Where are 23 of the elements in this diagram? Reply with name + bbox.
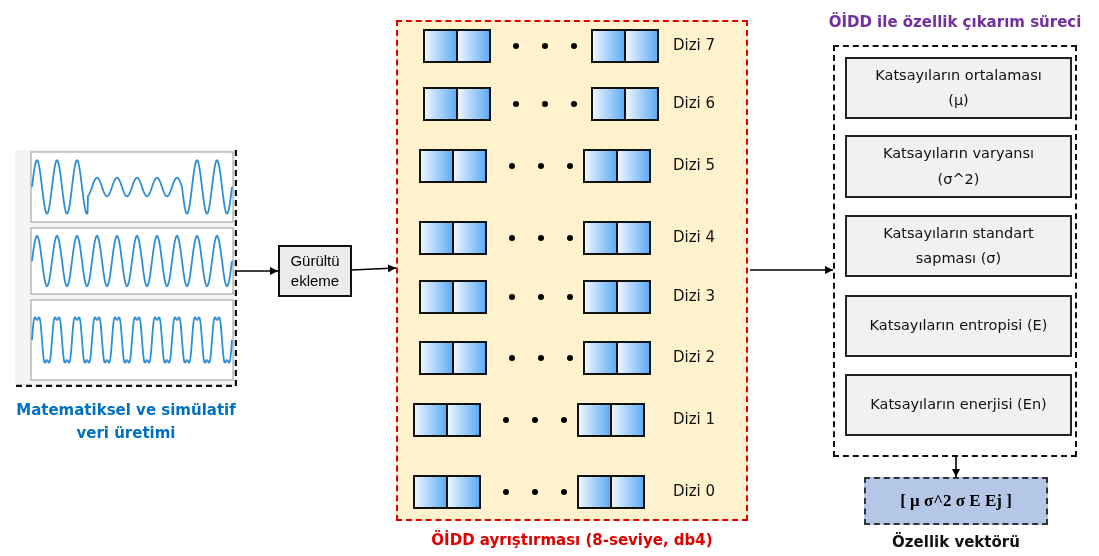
- arrow: [351, 264, 397, 273]
- feature-box: Katsayıların entropisi (E): [845, 295, 1072, 357]
- feature-box: Katsayıların standart sapması (σ): [845, 215, 1072, 277]
- arrow: [749, 266, 834, 274]
- process-box: Gürültü ekleme: [278, 245, 352, 297]
- panel-title: Matematiksel ve simülatif veri üretimi: [15, 400, 237, 445]
- sequence-label: Dizi 6: [673, 94, 716, 112]
- sequence-label: Dizi 4: [673, 228, 716, 246]
- feature-box: Katsayıların varyansı (σ^2): [845, 135, 1072, 198]
- panel-title: ÖİDD ile özellik çıkarım süreci: [827, 13, 1083, 31]
- feature-box: Katsayıların ortalaması (μ): [845, 57, 1072, 119]
- caption-text: Özellik vektörü: [891, 533, 1021, 551]
- sequence-label: Dizi 0: [673, 482, 716, 500]
- arrow: [952, 456, 960, 478]
- sequence-label: Dizi 5: [673, 156, 716, 174]
- sequence-label: Dizi 1: [673, 410, 716, 428]
- sequence-label: Dizi 7: [673, 36, 716, 54]
- arrow: [236, 267, 279, 275]
- sequence-label: Dizi 2: [673, 348, 716, 366]
- sequence-label: Dizi 3: [673, 287, 716, 305]
- vector-text: [ μ σ^2 σ E Ej ]: [899, 490, 1013, 512]
- feature-box: Katsayıların enerjisi (En): [845, 374, 1072, 436]
- panel-title: ÖİDD ayrıştırması (8-seviye, db4): [430, 531, 714, 549]
